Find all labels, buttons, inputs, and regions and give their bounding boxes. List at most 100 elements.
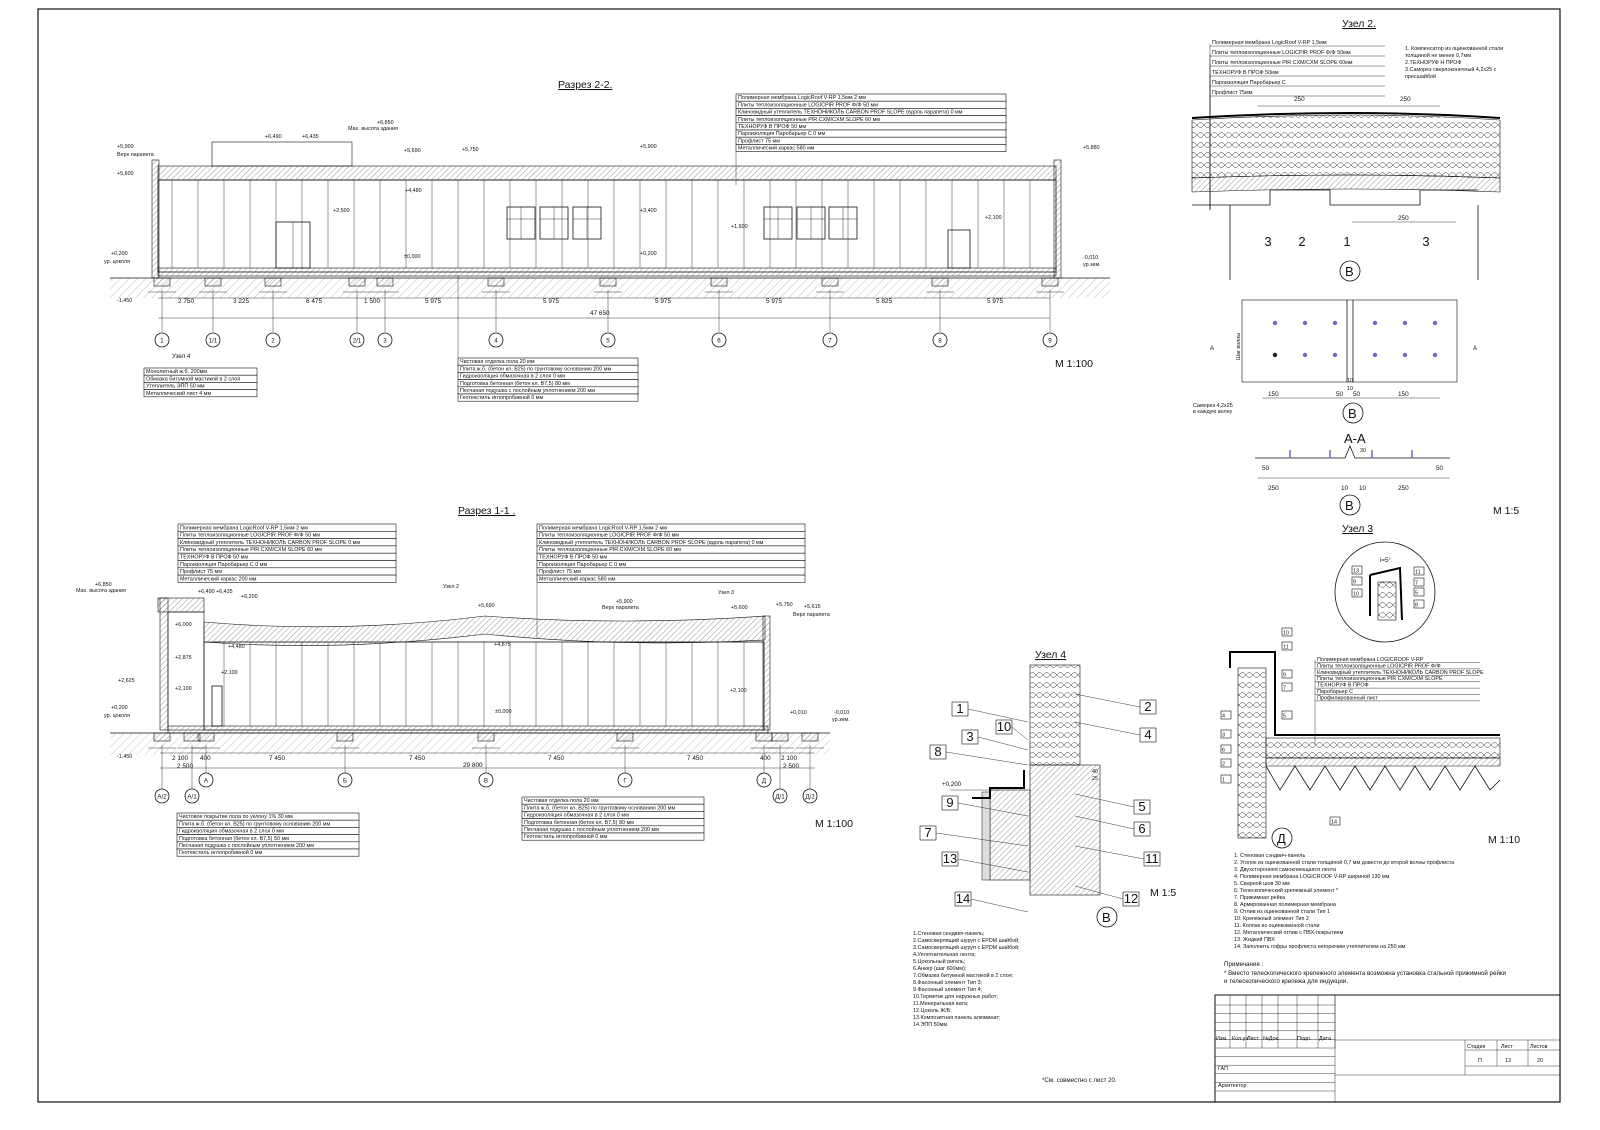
base22-layer-3: Утеплитель ЭПП 50 мм [146, 384, 205, 390]
node3-side-5: 5 [1283, 714, 1286, 720]
elev11-3: +6,490 [198, 589, 215, 595]
node2-layer-2: Плиты теплоизоляционные LOGICPIR PROF Ф/… [1212, 50, 1351, 56]
node3-layer-4: Плиты теплоизоляционные PIR CXM/CXM SLOP… [1317, 676, 1443, 682]
node3-angle: i=5° [1380, 557, 1391, 564]
node3-note-1: * Вместо телескопического крепежного эле… [1224, 970, 1507, 977]
node4-num-8: 8 [934, 744, 941, 759]
node2-layer-6: Профлист 75мм [1212, 90, 1253, 96]
dim22-9: 5 825 [876, 298, 892, 305]
elev22-23: -1,450 [117, 298, 132, 304]
roof11r-layer-6: Пароизоляция Паробарьер С 0 мм [539, 562, 626, 568]
elev22-8: +5,690 [404, 148, 421, 154]
node4-scale: М 1:5 [1150, 887, 1176, 899]
node3-legend-14: 14. Заполнить гофры профлиста негорючим … [1234, 944, 1406, 950]
elev11-13: ур. цоколя [104, 713, 130, 719]
node3-legend-1: 1. Стеновая сэндвич-панель [1234, 853, 1305, 859]
floor-layers-1-1: Чистовое покрытие пола по уклону 1% 30 м… [176, 796, 705, 857]
node2-cut-left: А [1210, 345, 1215, 352]
node4-footnote: *См. совместно с лист 20. [1042, 1077, 1117, 1084]
axis22-5: 3 [383, 338, 387, 345]
node2-marker-2: В [1348, 406, 1357, 421]
node2-plan-dim-2: 50 [1336, 391, 1344, 398]
node3-legend-12: 12. Металлический отлив с ПВХ-покрытием [1234, 929, 1344, 936]
stamp-row-arch: Архитектор [1218, 1083, 1246, 1089]
stamp-val-2: 13 [1505, 1058, 1511, 1064]
elev22-11: +5,880 [1083, 145, 1100, 151]
elev11-10: +2,100 [175, 686, 192, 692]
node3-callout-7: 8 [1415, 603, 1418, 609]
stamp-head-1: Стадия [1467, 1044, 1485, 1050]
node4-num-11: 11 [1145, 851, 1159, 866]
stamp-val-3: 20 [1537, 1058, 1543, 1064]
roof11r-layer-5: ТЕХНОРУФ В ПРОФ 50 мм [539, 555, 607, 561]
node2-layer-1: Полимерная мембрана LogicRoof V-RP 1,5мм [1212, 40, 1327, 46]
node3-layer-7: Профилированный лист [1317, 694, 1378, 701]
elev11-8: +2,875 [175, 655, 192, 661]
node4-num-1: 1 [956, 701, 963, 716]
roof11l-layer-4: Плиты теплоизоляционные PIR CXM/CXM SLOP… [180, 547, 322, 553]
node2-aa-title: А-А [1344, 431, 1366, 446]
roof11r-layer-4: Плиты теплоизоляционные PIR CXM/CXM SLOP… [539, 547, 681, 553]
node4-dim-25: 25 [1092, 776, 1098, 782]
node3-title: Узел 3 [1342, 523, 1373, 535]
node4-num-4: 4 [1144, 727, 1151, 742]
node4-legend-7: 7.Обмазка битумной мастикой в 2 слоя; [913, 972, 1014, 979]
node4-num-3: 3 [966, 729, 973, 744]
node4-num-6: 6 [1138, 821, 1145, 836]
elev11-6: +6,000 [175, 622, 192, 628]
node3-callout-6: 5 [1415, 591, 1418, 597]
node3-scale: М 1:10 [1488, 834, 1520, 846]
floor11l-layer-2: Плита ж.б. (бетон кл. B25) по грунтовому… [179, 821, 330, 827]
node-2-detail: Узел 2. Полимерная мембрана LogicRoof V-… [1191, 18, 1519, 517]
node2-wave: Шаг волны [1236, 333, 1242, 360]
floor11l-layer-1: Чистовое покрытие пола по уклону 1% 30 м… [179, 814, 293, 820]
dim22-2: 3 225 [233, 298, 249, 305]
floor11r-layer-6: Геотекстиль иглопробивной 0 мм [524, 833, 608, 840]
axis22-11: 9 [1048, 338, 1052, 345]
node3-legend-13: 13. Жидкий ПВХ [1234, 936, 1275, 943]
elev11-9: +2,625 [118, 678, 135, 684]
node4-marker: В [1102, 910, 1111, 925]
roof22-layer-6: Пароизоляция Паробарьер С 0 мм [738, 131, 825, 137]
node4-legend-13: 13.Композитная панель алюминат; [913, 1015, 1001, 1021]
node2-aa-dim-6: 250 [1398, 485, 1409, 492]
dim11-10: 2 500 [783, 763, 799, 770]
axis11-4: Б [343, 778, 347, 785]
stamp-head-2: Лист [1501, 1044, 1513, 1050]
node4-legend-6: 6.Анкер (шаг 600мм); [913, 966, 967, 972]
roof11l-layer-2: Плиты теплоизоляционные LOGICPIR PROF Ф/… [180, 533, 320, 539]
floor22-layer-4: Подготовка бетонная (бетон кл. B7,5) 80 … [460, 381, 570, 387]
node4-num-5: 5 [1138, 799, 1145, 814]
floor11l-layer-6: Геотекстиль иглопробивной 0 мм [179, 849, 263, 856]
node3-side-1: 10 [1283, 631, 1289, 637]
dim11-6: 7 450 [687, 755, 703, 762]
dim22-5: 5 975 [425, 298, 441, 305]
elev22-2: Верх парапета [117, 152, 154, 158]
elev22-16: +2,100 [985, 215, 1002, 221]
node4-legend: 1.Стеновая сендвич-панель;2.Самосверлящи… [913, 931, 1020, 1028]
node4-legend-10: 10.Герметик для наружных работ; [913, 994, 998, 1000]
node3-callout-1: 13 [1353, 569, 1359, 575]
node3-side-6: 4 [1222, 714, 1225, 720]
roof11r-layer-2: Плиты теплоизоляционные LOGICPIR PROF Ф/… [539, 533, 679, 539]
node3-note-2: и телескопического крепежа для индукции. [1224, 978, 1348, 985]
node3-marker: Д [1277, 831, 1286, 846]
node4-dim-40: 40 [1092, 769, 1098, 775]
elev11-14: -1,450 [117, 754, 132, 760]
elev11-18: +5,600 [731, 605, 748, 611]
section-2-2-title: Разрез 2-2. [558, 79, 612, 91]
dim11-9: 2 500 [177, 763, 193, 770]
node4-num-13: 13 [943, 851, 957, 866]
floor11r-layer-1: Чистовая отделка пола 20 мм [524, 798, 599, 804]
elev11-4: +6,435 [216, 589, 233, 595]
dim22-10: 5 975 [987, 298, 1003, 305]
node2-screw-2: в каждую волну [1193, 409, 1233, 415]
elev22-20: ур. цоколя [104, 259, 130, 265]
node3-legend-5: 5. Сварной шов 30 мм [1234, 880, 1290, 887]
elev11-25: +2,100 [730, 688, 747, 694]
roof-layers-1-1: Полимерная мембрана LogicRoof V-RP 1,5мм… [177, 523, 806, 638]
node3-legend-9: 9. Отлив из оцинкованной стали Тип 1 [1234, 908, 1330, 915]
node3-side-11: 14 [1331, 820, 1337, 826]
